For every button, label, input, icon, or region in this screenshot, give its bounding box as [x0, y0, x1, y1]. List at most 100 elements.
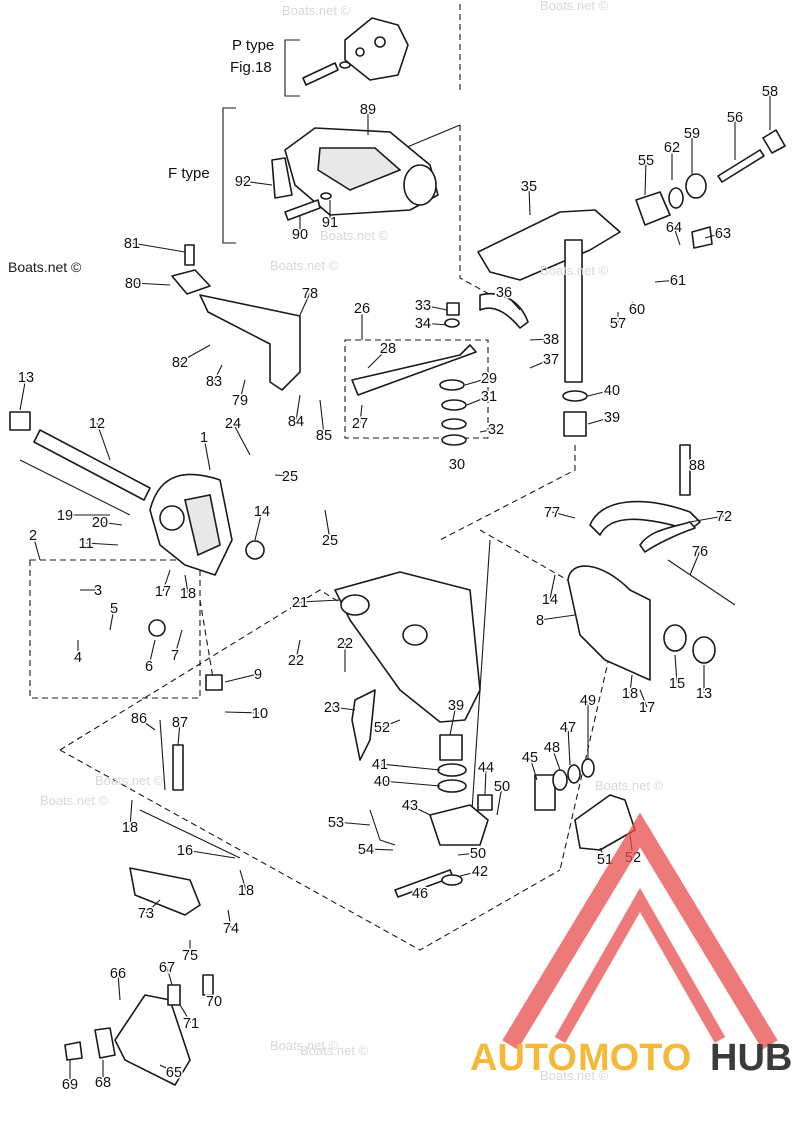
callout-number: 55 [638, 153, 654, 169]
callout-number: 66 [110, 966, 126, 982]
callout-number: 13 [696, 686, 712, 702]
watermark: Boats.net © [40, 793, 109, 808]
callout-leader-line [503, 291, 521, 311]
callout-number: 50 [494, 779, 510, 795]
callout-leader-line [32, 534, 41, 561]
callout-number: 65 [166, 1065, 182, 1081]
callout-leader-line [227, 909, 232, 929]
p-type-fig-label: Fig.18 [230, 59, 272, 76]
callout-leader-line [459, 870, 481, 877]
callout-leader-line [631, 301, 638, 310]
callout-leader-line [203, 436, 211, 471]
callout-number: 68 [95, 1075, 111, 1091]
callout-leader-line [529, 338, 552, 341]
callout-leader-line [131, 242, 186, 253]
callout-leader-line [629, 674, 633, 694]
callout-leader-line [464, 377, 490, 386]
callout-number: 28 [380, 341, 396, 357]
callout-number: 39 [448, 698, 464, 714]
callout-leader-line [299, 599, 341, 603]
callout-number: 40 [374, 774, 390, 790]
callout-number: 8 [536, 613, 544, 629]
callout-leader-line [179, 344, 211, 363]
callout-number: 49 [580, 693, 596, 709]
watermark: Boats.net © [540, 0, 609, 13]
callout-number: 70 [206, 994, 222, 1010]
callout-leader-line [551, 746, 561, 771]
callout-leader-line [529, 756, 538, 781]
callout-number: 34 [415, 316, 431, 332]
callout-leader-line [224, 673, 259, 683]
callout-number: 50 [470, 846, 486, 862]
callout-number: 15 [669, 676, 685, 692]
callout-leader-line [549, 574, 556, 600]
callout-leader-line [454, 459, 458, 465]
callout-leader-line [239, 379, 246, 401]
callout-number: 13 [18, 370, 34, 386]
callout-leader-line [166, 966, 173, 986]
callout-number: 69 [62, 1077, 78, 1093]
callout-leader-line [689, 464, 698, 471]
callout-number: 18 [180, 586, 196, 602]
callout-number: 18 [622, 686, 638, 702]
callout-leader-line [466, 395, 490, 406]
watermark: Boats.net © [95, 773, 164, 788]
callout-number: 57 [610, 316, 626, 332]
callout-number: 73 [138, 906, 154, 922]
callout-number: 18 [122, 820, 138, 836]
callout-number: 25 [322, 533, 338, 549]
callout-leader-line [422, 304, 448, 311]
callout-number: 46 [412, 886, 428, 902]
callout-leader-line [213, 364, 223, 382]
callout-number: 19 [57, 508, 73, 524]
callout-leader-line [96, 422, 111, 461]
callout-leader-line [295, 639, 301, 661]
callout-number: 60 [629, 302, 645, 318]
callout-number: 47 [560, 720, 576, 736]
callout-leader-line [457, 852, 479, 856]
callout-number: 90 [292, 227, 308, 243]
f-type-label: F type [168, 165, 210, 182]
callout-number: 14 [254, 504, 270, 520]
callout-leader-line [331, 706, 356, 711]
callout-leader-line [689, 515, 725, 523]
callout-leader-line [179, 1004, 192, 1024]
logo-text-moto: MOTO [578, 1037, 691, 1079]
callout-leader-line [639, 689, 648, 708]
callout-number: 17 [155, 584, 171, 600]
callout-number: 22 [337, 636, 353, 652]
callout-leader-line [654, 279, 679, 283]
callout-number: 22 [288, 653, 304, 669]
callout-leader-line [367, 347, 389, 369]
callout-leader-line [145, 899, 161, 914]
callout-number: 85 [316, 428, 332, 444]
callout-leader-line [232, 422, 251, 456]
callout-number: 83 [206, 374, 222, 390]
callout-leader-line [184, 849, 236, 859]
callout-leader-line [274, 474, 291, 477]
callout-leader-line [551, 511, 576, 519]
callout-leader-line [599, 847, 606, 860]
callout-number: 78 [302, 286, 318, 302]
callout-number: 5 [110, 601, 118, 617]
callout-leader-line [224, 711, 261, 714]
callout-leader-line [704, 232, 724, 239]
callout-leader-line [299, 292, 311, 316]
callout-number: 61 [670, 273, 686, 289]
callout-leader-line [184, 574, 189, 594]
part-shapes [9, 17, 786, 1086]
callout-leader-line [177, 721, 181, 746]
callout-number: 26 [354, 301, 370, 317]
logo-inner-triangle [554, 887, 726, 1043]
callout-leader-line [689, 550, 701, 576]
callout-leader-line [381, 780, 441, 787]
callout-number: 87 [172, 715, 188, 731]
callout-leader-line [484, 766, 487, 796]
callout-number: 71 [183, 1016, 199, 1032]
watermark: Boats.net © [540, 1068, 609, 1083]
callout-number: 2 [29, 528, 37, 544]
callout-number: 21 [292, 595, 308, 611]
callout-number: 42 [472, 864, 488, 880]
callout-number: 43 [402, 798, 418, 814]
